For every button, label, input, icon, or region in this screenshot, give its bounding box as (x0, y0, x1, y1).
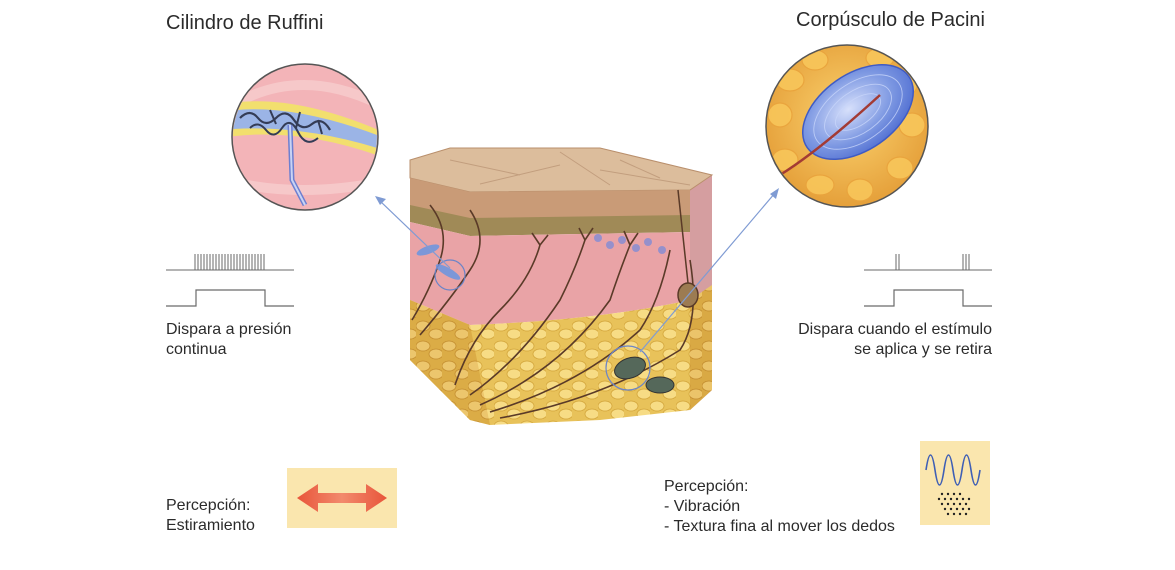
vibration-texture-icon (920, 441, 990, 525)
ruffini-spike-train (166, 254, 294, 270)
epidermis-surface (410, 148, 712, 192)
pacini-spike-train (864, 254, 992, 270)
ruffini-stimulus-trace (166, 290, 294, 306)
stretch-icon (287, 468, 397, 528)
ruffini-magnified-view (220, 64, 390, 210)
pacini-magnified-view (766, 45, 931, 207)
pacini-stimulus-trace (864, 290, 992, 306)
skin-cross-section (410, 148, 712, 425)
